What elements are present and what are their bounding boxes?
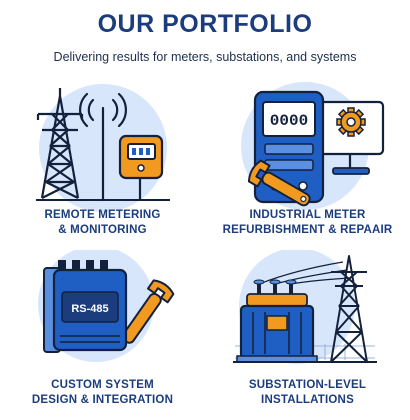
card-industrial-meter: 0000 INDUSTRIAL METER REFURBISHMENT & RE… xyxy=(205,80,410,250)
transmission-tower-icon xyxy=(36,88,84,199)
meter-readout: 0000 xyxy=(270,112,308,130)
card-caption: CUSTOM SYSTEM DESIGN & INTEGRATION xyxy=(0,378,205,408)
caption-line-1: SUBSTATION-LEVEL xyxy=(248,379,367,391)
card-substation: SUBSTATION-LEVEL INSTALLATIONS xyxy=(205,250,410,420)
caption-line-2: & MONITORING xyxy=(58,224,147,236)
antenna-signal-icon xyxy=(79,92,127,202)
tower-meter-illustration xyxy=(36,84,170,212)
caption-line-2: INSTALLATIONS xyxy=(261,394,354,406)
transformer-icon xyxy=(236,279,318,363)
page-subtitle: Delivering results for meters, substatio… xyxy=(53,50,357,64)
electric-meter-icon xyxy=(118,134,164,200)
meter-monitor-illustration: 0000 xyxy=(241,82,385,210)
card-remote-metering: REMOTE METERING & MONITORING xyxy=(0,80,205,250)
page-title: OUR PORTFOLIO xyxy=(97,10,313,38)
card-caption: SUBSTATION-LEVEL INSTALLATIONS xyxy=(205,378,410,408)
module-label: RS-485 xyxy=(71,303,108,315)
rs485-module-icon: RS-485 xyxy=(43,260,128,353)
caption-line-1: CUSTOM SYSTEM xyxy=(51,379,154,391)
rs485-module-illustration: RS-485 xyxy=(38,250,175,362)
substation-illustration xyxy=(233,250,377,364)
caption-line-1: INDUSTRIAL METER xyxy=(249,209,366,221)
portfolio-page: OUR PORTFOLIO Delivering results for met… xyxy=(0,10,410,406)
caption-line-2: DESIGN & INTEGRATION xyxy=(31,394,174,406)
wrench-icon xyxy=(247,159,311,207)
transmission-tower-icon xyxy=(330,255,368,363)
caption-line-2: REFURBISHMENT & REPAAIR xyxy=(222,224,393,236)
card-caption: INDUSTRIAL METER REFURBISHMENT & REPAAIR xyxy=(205,208,410,238)
caption-line-1: REMOTE METERING xyxy=(44,209,161,221)
card-custom-system: RS-485 CUSTOM SYSTEM DESIGN & INTEGRATIO… xyxy=(0,250,205,420)
gear-icon xyxy=(336,107,366,137)
card-caption: REMOTE METERING & MONITORING xyxy=(0,208,205,238)
